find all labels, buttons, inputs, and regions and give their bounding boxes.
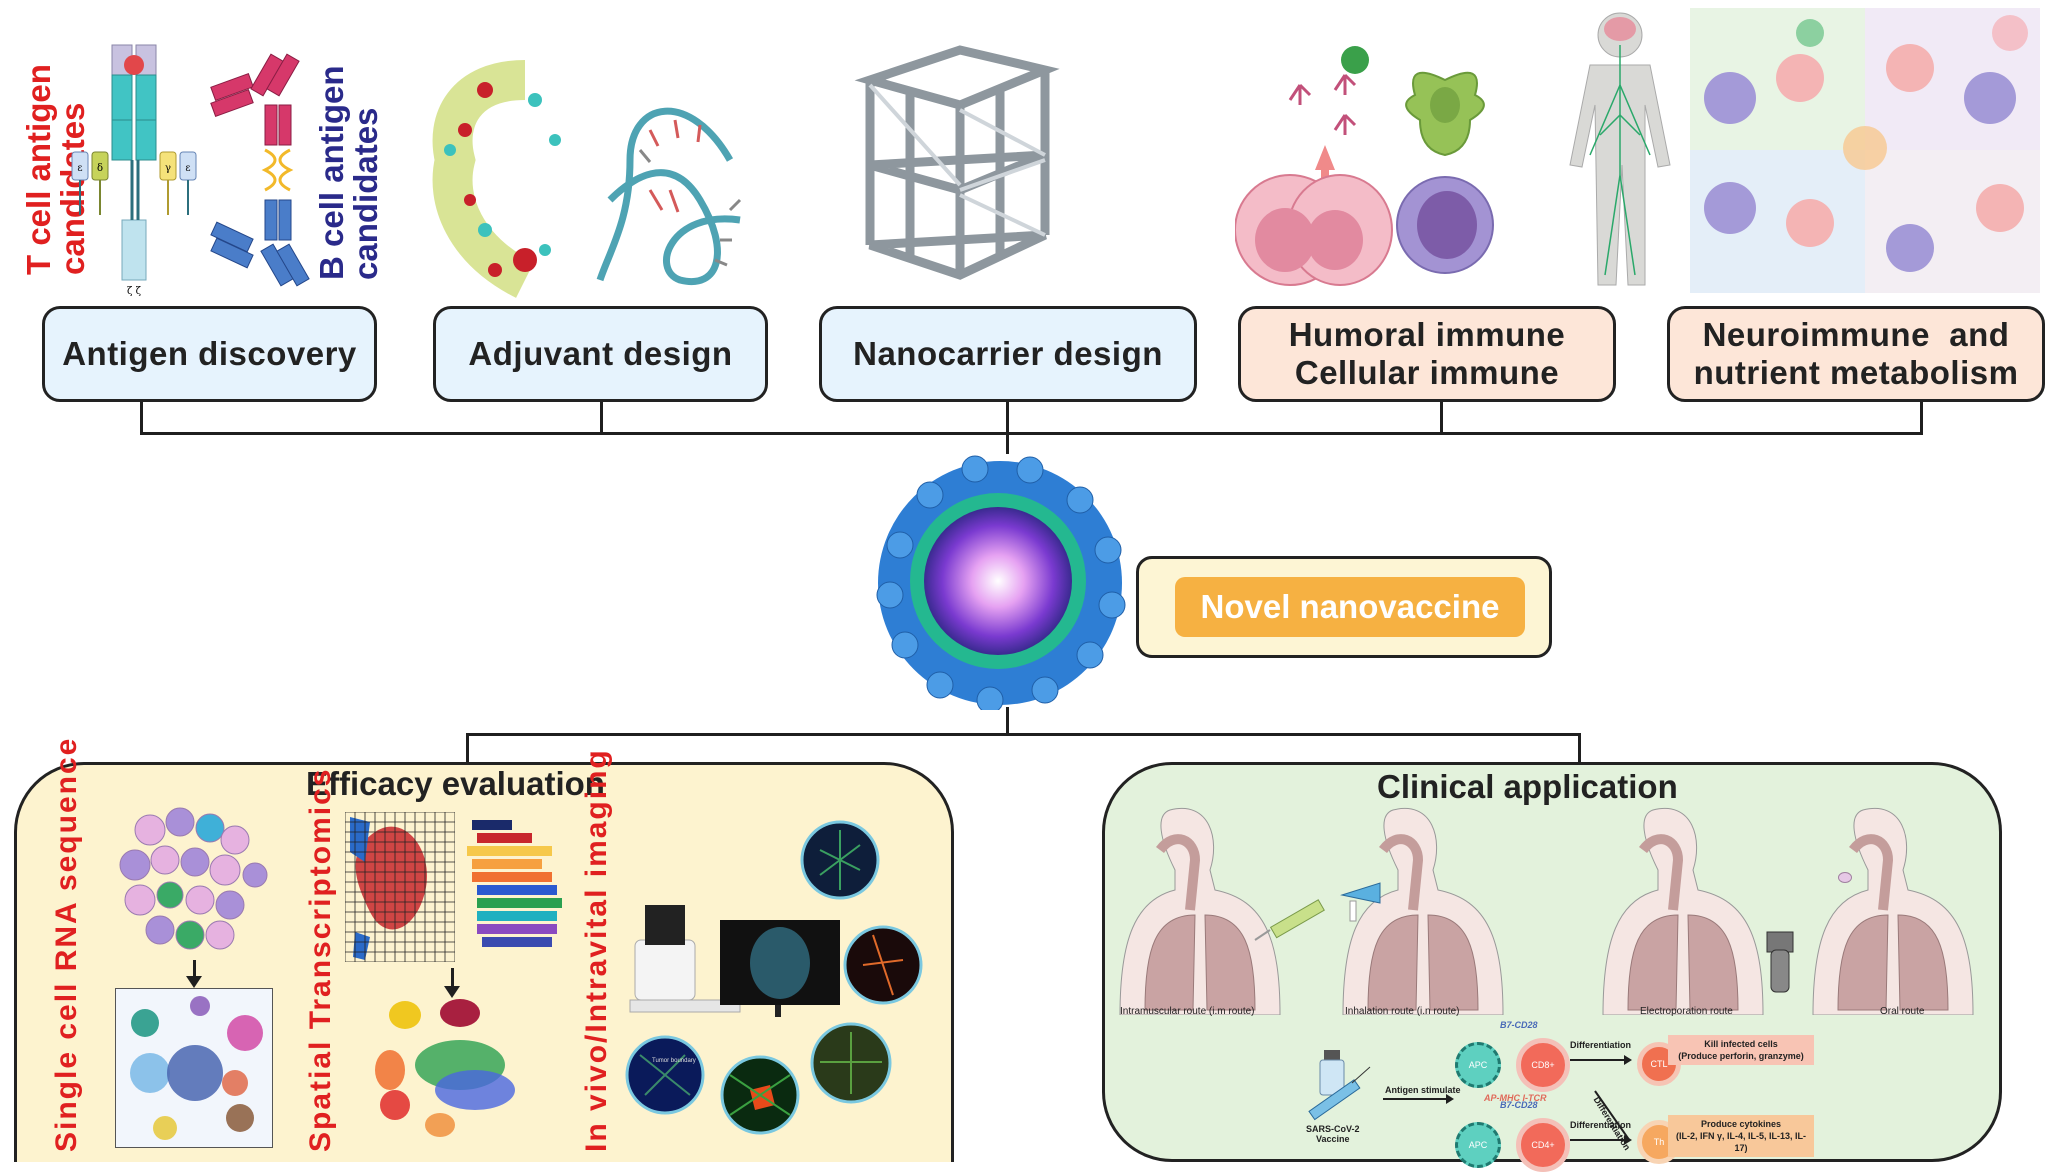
tcr-complex-icon: ε δ γ ε ζ ζ [71,44,197,297]
human-respiratory-figure-icon [1812,807,1974,1015]
arrow-right-icon [1624,1055,1632,1065]
cell-cluster-icon [119,807,268,950]
immune-response-box: Humoral immune Cellular immune [1238,306,1616,402]
connector [1006,402,1009,454]
arrow-shaft [451,968,454,988]
novel-nanovaccine-box: Novel nanovaccine [1136,556,1552,658]
cd8-cell: CD8+ [1516,1038,1570,1092]
spatial-transcriptomics-label: Spatial Transcriptomics [304,767,337,1152]
connector [1578,733,1581,763]
arrow-shaft [193,960,196,980]
apc-cell: APC [1455,1122,1501,1168]
nanovaccine-particle-icon [876,455,1126,710]
human-respiratory-figure-icon [1602,807,1764,1015]
spatial-spot-map-icon [467,820,562,947]
metabolism-pathway-panel-icon [1690,8,2040,293]
imaging-sample-icon [720,1055,800,1135]
arrow-right-icon [1624,1135,1632,1145]
inhaler-icon [1340,882,1381,922]
ctl-effect-box: Kill infected cells (Produce perforin, g… [1668,1035,1814,1065]
nutrient-metabolism-label: nutrient metabolism [1693,354,2019,391]
ctl-effect-line1: Kill infected cells [1704,1039,1778,1049]
nanocarrier-design-box: Nanocarrier design [819,306,1197,402]
novel-nanovaccine-label: Novel nanovaccine [1175,577,1525,637]
human-body-nervous-system-icon [1569,12,1671,286]
svg-text:ε: ε [77,163,82,174]
immune-cells-icon [1235,46,1494,286]
t-cell-label-line1: T cell antigen [20,64,57,275]
neuroimmune-label: Neuroimmune and [1702,316,2010,353]
vaccine-label: SARS-CoV-2 Vaccine [1306,1124,1360,1144]
antibody-icon [210,53,310,287]
antigen-discovery-box: Antigen discovery [42,306,377,402]
arrow-down-icon [186,976,202,988]
nanocarrier-lattice-icon [854,45,1060,280]
tumor-boundary-label: Tumor boundary [652,1058,696,1064]
arrow-shaft [1570,1139,1626,1141]
b7-cd28-label-top: B7-CD28 [1500,1020,1538,1030]
svg-text:ζ ζ: ζ ζ [127,286,142,297]
connector [1440,402,1443,434]
b-cell-label-line2: candidates [347,107,384,280]
intravital-imaging-label: In vivo/Intravital imaging [580,748,613,1152]
connector [600,402,603,434]
dna-helix-icon [596,107,742,285]
connector [140,432,1923,435]
th-effect-line1: Produce cytokines [1700,1119,1782,1129]
svg-text:γ: γ [165,163,171,174]
route-label-oral: Oral route [1880,1006,1925,1017]
b-cell-label-line1: B cell antigen [313,65,350,280]
electroporation-device-icon [1766,931,1794,993]
vaccine-type: Vaccine [1315,1134,1350,1144]
b7-cd28-label-bottom: B7-CD28 [1500,1100,1538,1110]
th-effect-line2: (IL-2, IFN γ, IL-4, IL-5, IL-13, IL-17) [1675,1131,1806,1153]
arrow-down-icon [444,986,460,998]
connector [466,733,469,763]
single-cell-rna-label: Single cell RNA sequence [50,736,83,1152]
connector [1920,402,1923,434]
b-cell-antigen-label: B cell antigen candidates [313,65,384,280]
antigen-stimulate-label: Antigen stimulate [1385,1085,1461,1095]
cd4-cell: CD4+ [1516,1118,1570,1172]
clinical-application-title: Clinical application [1377,768,1678,805]
arrow-right-icon [1446,1094,1454,1104]
human-respiratory-figure-icon [1119,807,1281,1015]
tsne-plot-icon [115,988,273,1148]
spatial-cluster-map-icon [375,999,515,1137]
th-effect-box: Produce cytokines (IL-2, IFN γ, IL-4, IL… [1668,1115,1814,1157]
apc-cell: APC [1455,1042,1501,1088]
neuroimmune-box: Neuroimmune and nutrient metabolism [1667,306,2045,402]
efficacy-evaluation-title: Efficacy evaluation [306,765,605,802]
cellular-immune-label: Cellular immune [1294,354,1560,391]
differentiation-label: Differentiation [1570,1120,1632,1130]
differentiation-label: Differentiation [1570,1040,1632,1050]
arrow-shaft [1383,1098,1448,1100]
imaging-sample-icon [800,820,880,900]
adjuvant-design-box: Adjuvant design [433,306,768,402]
svg-text:δ: δ [97,163,103,174]
connector [1006,707,1009,735]
vaccine-syringe-icon [1308,1050,1371,1121]
route-label-electroporation: Electroporation route [1640,1006,1733,1017]
arrow-shaft [1570,1059,1626,1061]
svg-text:ε: ε [185,163,190,174]
spatial-grid-icon [345,812,455,962]
protein-structure-icon [432,60,561,298]
syringe-icon [1254,899,1325,941]
connector [466,733,1580,736]
imaging-sample-icon [843,925,923,1005]
humoral-immune-label: Humoral immune [1288,316,1566,353]
ctl-effect-line2: (Produce perforin, granzyme) [1678,1051,1804,1061]
oral-pill-icon [1838,872,1852,883]
ap-mhc-tcr-label: AP-MHC I-TCR [1484,1093,1547,1103]
imaging-sample-icon [625,1035,705,1115]
route-label-intramuscular: Intramuscular route (i.m route) [1120,1006,1255,1017]
imaging-sample-icon [810,1022,892,1104]
vaccine-name: SARS-CoV-2 [1306,1124,1360,1134]
microscope-workstation-icon [629,905,840,1017]
connector [140,402,143,434]
human-respiratory-figure-icon [1342,807,1504,1015]
route-label-inhalation: Inhalation route (i.n route) [1345,1006,1460,1017]
